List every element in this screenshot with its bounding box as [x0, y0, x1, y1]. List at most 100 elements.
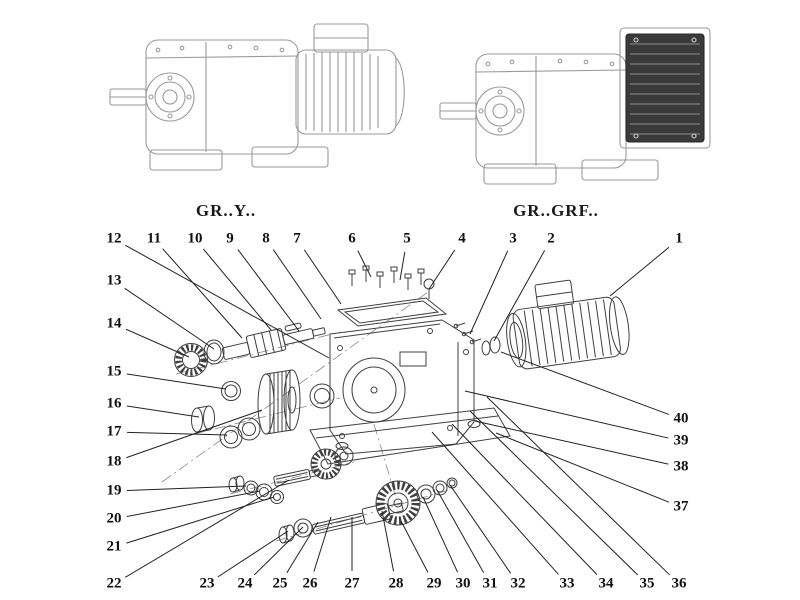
motor-mount-bolts — [453, 322, 501, 356]
part-number-18: 18 — [107, 453, 122, 469]
leader-line-part-11 — [162, 248, 243, 339]
part-number-27: 27 — [345, 575, 361, 591]
assembled-view-gr-grf — [439, 27, 711, 185]
end-cap — [191, 405, 215, 433]
part-number-33: 33 — [560, 575, 575, 591]
helical-gear-large — [257, 369, 301, 435]
leader-line-part-38 — [474, 420, 669, 465]
part-number-8: 8 — [262, 230, 270, 246]
leader-line-part-15 — [126, 373, 227, 390]
part-number-20: 20 — [107, 510, 122, 526]
part-number-40: 40 — [674, 410, 689, 426]
seal-ring — [203, 339, 225, 365]
leader-line-part-39 — [464, 390, 669, 439]
leader-line-part-7 — [303, 249, 342, 305]
part-number-36: 36 — [672, 575, 688, 591]
part-number-14: 14 — [107, 315, 123, 331]
part-number-10: 10 — [188, 230, 203, 246]
mounting-feet — [149, 146, 329, 171]
shaft-key — [284, 322, 302, 332]
part-number-21: 21 — [107, 538, 122, 554]
part-number-31: 31 — [483, 575, 498, 591]
leader-line-part-34 — [451, 423, 598, 575]
part-number-19: 19 — [107, 482, 122, 498]
leader-line-part-1 — [609, 246, 670, 297]
leader-line-part-36 — [486, 396, 671, 576]
retaining-ring — [309, 383, 335, 409]
part-number-1: 1 — [675, 230, 683, 246]
leader-line-part-3 — [469, 250, 509, 335]
part-number-5: 5 — [403, 230, 411, 246]
fan-cowl — [608, 296, 630, 355]
part-number-7: 7 — [293, 230, 301, 246]
leader-line-part-20 — [126, 490, 261, 518]
part-number-16: 16 — [107, 395, 123, 411]
leader-line-part-23 — [217, 530, 289, 578]
cover-bolts — [348, 265, 425, 290]
gear-housing — [145, 39, 299, 155]
gear-housing — [475, 53, 627, 169]
part-number-17: 17 — [107, 423, 123, 439]
leader-line-part-40 — [500, 351, 669, 415]
output-gear — [375, 480, 421, 526]
toothed-bearing-ring — [174, 343, 208, 377]
leader-line-part-9 — [237, 249, 300, 332]
leader-line-part-30 — [422, 496, 459, 573]
fan-cowl — [395, 57, 405, 127]
mounting-feet — [483, 159, 659, 185]
part-number-23: 23 — [200, 575, 215, 591]
part-number-34: 34 — [599, 575, 615, 591]
part-number-26: 26 — [303, 575, 319, 591]
leader-line-part-25 — [286, 521, 319, 574]
part-number-2: 2 — [547, 230, 555, 246]
output-shaft — [109, 88, 147, 106]
part-number-6: 6 — [348, 230, 356, 246]
part-number-38: 38 — [674, 458, 689, 474]
output-shaft — [439, 102, 477, 120]
leader-line-part-37 — [495, 432, 670, 503]
input-shaft — [221, 322, 326, 360]
model-label-gr-grf: GR..GRF.. — [513, 201, 599, 220]
input-flange-block — [619, 27, 711, 149]
leader-line-part-18 — [126, 409, 263, 459]
top-cover — [336, 297, 448, 327]
bearings — [219, 417, 261, 449]
part-number-15: 15 — [107, 363, 122, 379]
leader-line-part-26 — [313, 516, 332, 572]
assembled-view-gr-y — [109, 23, 405, 171]
leader-line-part-32 — [449, 484, 512, 574]
motor — [506, 279, 630, 370]
nameplate — [399, 351, 427, 367]
part-number-29: 29 — [427, 575, 442, 591]
part-number-30: 30 — [456, 575, 471, 591]
leader-line-part-8 — [272, 249, 322, 320]
part-number-28: 28 — [389, 575, 404, 591]
leader-line-part-4 — [428, 249, 456, 290]
exploded-view — [161, 265, 630, 544]
leader-line-part-16 — [126, 405, 200, 418]
leader-line-part-19 — [126, 485, 247, 492]
leader-line-part-5 — [399, 251, 406, 281]
leader-line-part-22 — [124, 479, 290, 578]
part-number-37: 37 — [674, 498, 690, 514]
part-number-32: 32 — [511, 575, 526, 591]
part-number-13: 13 — [107, 272, 122, 288]
part-number-24: 24 — [238, 575, 254, 591]
leader-line-part-24 — [253, 526, 304, 576]
splined-shaft — [273, 468, 321, 487]
leader-line-part-35 — [469, 410, 639, 576]
part-number-12: 12 — [107, 230, 122, 246]
part-number-11: 11 — [147, 230, 161, 246]
part-number-39: 39 — [674, 432, 689, 448]
gear-cluster — [310, 446, 354, 480]
leader-line-part-17 — [126, 431, 228, 436]
spacer-ring — [221, 381, 241, 401]
leader-line-part-2 — [493, 250, 546, 342]
leader-line-part-10 — [202, 248, 272, 331]
leader-line-part-31 — [436, 489, 485, 573]
output-washers — [278, 518, 313, 544]
leader-line-part-14 — [125, 328, 190, 358]
leader-line-part-12 — [125, 244, 330, 359]
